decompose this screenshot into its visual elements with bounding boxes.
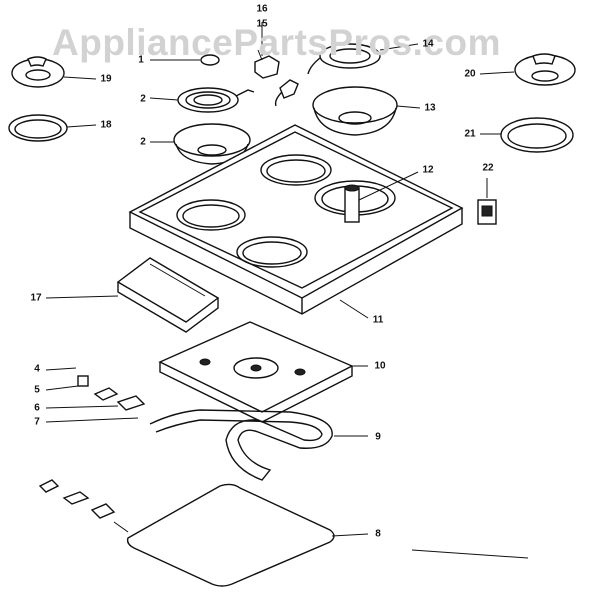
drip-pan-20: [479, 53, 576, 86]
part-label-9: 9: [375, 431, 381, 443]
part-label-6: 6: [34, 402, 40, 414]
part-label-18: 18: [100, 119, 112, 131]
spring-12: [344, 171, 419, 223]
hardware-4-7: [45, 367, 146, 423]
drip-pan-19: [11, 56, 97, 88]
trim-ring-21: [480, 117, 574, 153]
heat-shield-17: [45, 257, 220, 333]
clip-1: [150, 54, 220, 66]
part-label-14: 14: [422, 38, 434, 50]
cooktop-11: [128, 124, 464, 319]
watermark: AppliancePartsPros.com: [52, 22, 501, 63]
part-label-5: 5: [34, 384, 40, 396]
switch-22: [477, 178, 497, 225]
element-9: [149, 409, 368, 481]
part-label-21: 21: [464, 128, 476, 140]
part-label-15: 15: [256, 18, 268, 30]
part-label-2-upper: 2: [140, 93, 146, 105]
part-label-20: 20: [464, 68, 476, 80]
part-label-10: 10: [374, 360, 386, 372]
element-8: [38, 479, 529, 587]
part-label-17: 17: [30, 292, 42, 304]
part-label-11: 11: [372, 314, 384, 326]
terminal-block-15: [254, 22, 280, 79]
element-coil-2: [149, 87, 255, 113]
part-label-1: 1: [138, 54, 144, 66]
drip-bowl-13: [312, 86, 421, 136]
element-14: [307, 43, 419, 75]
part-label-12: 12: [422, 164, 434, 176]
plug-connector-16: [274, 79, 299, 107]
burner-box-10: [158, 321, 368, 423]
part-label-22: 22: [482, 162, 494, 174]
trim-ring-18: [8, 114, 97, 142]
part-label-7: 7: [34, 416, 40, 428]
part-label-19: 19: [100, 73, 112, 85]
part-label-16: 16: [256, 3, 268, 15]
part-label-4: 4: [34, 363, 40, 375]
part-label-8: 8: [375, 528, 381, 540]
part-label-2-lower: 2: [140, 136, 146, 148]
part-label-13: 13: [424, 102, 436, 114]
